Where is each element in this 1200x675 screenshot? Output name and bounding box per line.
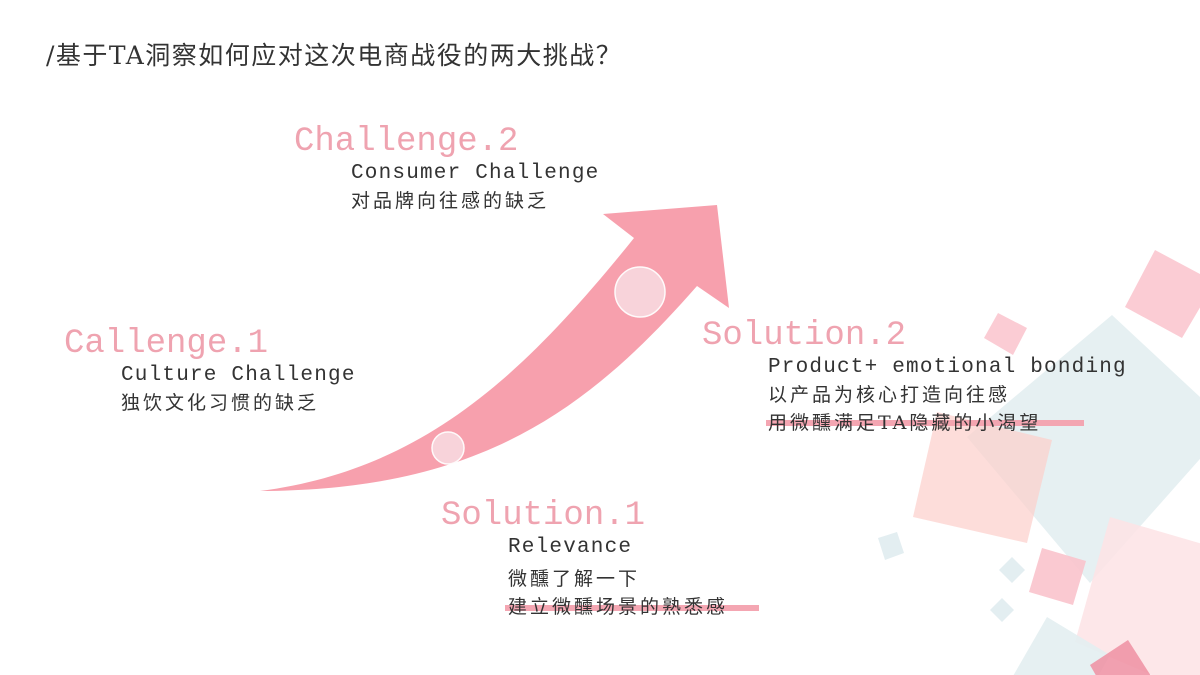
decor-pink-square-small (984, 313, 1027, 355)
decor-salmon-square (913, 412, 1052, 543)
decor-pink-square-top (1125, 250, 1200, 338)
circle-milestone-1-icon (431, 431, 465, 465)
solution-2-highlight-bar (766, 420, 1084, 426)
challenge-1-subtitle: Culture Challenge (121, 364, 356, 387)
circle-milestone-2-icon (614, 266, 666, 318)
challenge-1-line-1: 独饮文化习惯的缺乏 (121, 392, 320, 414)
solution-2-heading: Solution.2 (702, 317, 907, 355)
page-title: /基于TA洞察如何应对这次电商战役的两大挑战？ (46, 41, 623, 70)
challenge-1-block: Callenge.1 Culture Challenge 独饮文化习惯的缺乏 (64, 325, 356, 417)
challenge-2-block: Challenge.2 Consumer Challenge 对品牌向往感的缺乏 (294, 123, 599, 215)
solution-2-block: Solution.2 Product+ emotional bonding 以产… (702, 317, 1127, 437)
decor-pink-square-mid (1029, 548, 1086, 605)
solution-1-line-2-wrap: 建立微醺场景的熟悉感 (505, 593, 759, 621)
solution-1-body: Relevance 微醺了解一下 建立微醺场景的熟悉感 (441, 535, 759, 621)
decor-blue-chip-3 (990, 598, 1014, 622)
solution-2-subtitle: Product+ emotional bonding (768, 356, 1127, 379)
solution-2-line-2: 用微醺满足TA隐藏的小渴望 (768, 412, 1042, 434)
decor-blue-chip-1 (878, 532, 904, 560)
challenge-2-heading: Challenge.2 (294, 123, 519, 161)
challenge-1-body: Culture Challenge 独饮文化习惯的缺乏 (64, 363, 356, 417)
solution-1-line-1: 微醺了解一下 (508, 568, 641, 590)
solution-1-highlight-bar (505, 605, 759, 611)
challenge-2-line-1: 对品牌向往感的缺乏 (351, 190, 550, 212)
solution-1-heading: Solution.1 (441, 497, 646, 535)
challenge-1-heading: Callenge.1 (64, 325, 269, 363)
solution-2-line-1: 以产品为核心打造向往感 (768, 384, 1011, 406)
solution-2-body: Product+ emotional bonding 以产品为核心打造向往感 用… (702, 355, 1127, 437)
challenge-2-body: Consumer Challenge 对品牌向往感的缺乏 (294, 161, 599, 215)
decor-deep-pink-square (1090, 640, 1151, 675)
decor-light-pink-square (1075, 517, 1200, 675)
solution-1-subtitle: Relevance (508, 536, 633, 559)
solution-1-line-2: 建立微醺场景的熟悉感 (508, 596, 729, 618)
arrow-body (260, 205, 729, 491)
solution-2-line-2-wrap: 用微醺满足TA隐藏的小渴望 (766, 409, 1084, 437)
decor-blue-square-bottom (1013, 617, 1110, 675)
challenge-2-subtitle: Consumer Challenge (351, 162, 600, 185)
decor-blue-diamond (967, 315, 1200, 583)
decor-blue-chip-2 (999, 557, 1025, 583)
solution-1-block: Solution.1 Relevance 微醺了解一下 建立微醺场景的熟悉感 (441, 497, 759, 621)
